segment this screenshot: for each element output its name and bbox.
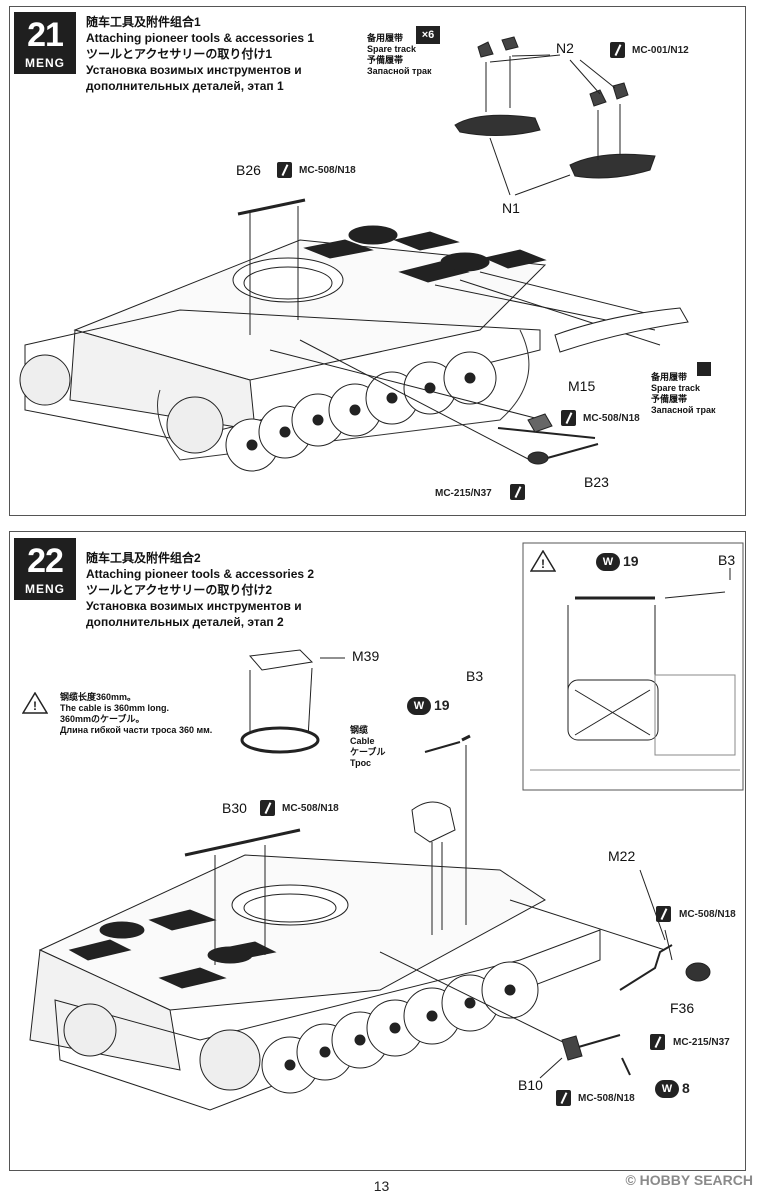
part-label-b3-inset: B3 (718, 552, 736, 568)
step-21-badge: 21 MENG (14, 12, 76, 74)
step-number: 22 (27, 542, 64, 580)
paint-code-2: MC-508/N18 (299, 165, 356, 176)
title-en: Attaching pioneer tools & accessories 1 (86, 31, 315, 45)
part-label-n1: N1 (502, 200, 520, 216)
svg-text:!: ! (541, 557, 545, 571)
cable-ru: Трос (350, 758, 372, 768)
paint-code-4: MC-508/N18 (578, 1093, 635, 1104)
title-jp: ツールとアクセサリーの取り付け1 (86, 47, 273, 61)
part-label-m22: M22 (608, 848, 636, 864)
cable-note-ru: Длина гибкой части троса 360 мм. (60, 725, 213, 735)
cable-note-en: The cable is 360mm long. (60, 703, 170, 713)
paint-code-4: MC-215/N37 (435, 488, 492, 499)
cable-cn: 钢缆 (350, 725, 369, 735)
cable-length-note: 钢缆长度360mm。 The cable is 360mm long. 360m… (60, 692, 212, 736)
paint-w-badge: W (596, 553, 620, 571)
part-label-b3: B3 (466, 668, 484, 684)
paint-code-2: MC-508/N18 (679, 909, 736, 920)
spare-cn: 备用履带 (367, 33, 404, 43)
watermark: © HOBBY SEARCH (625, 1172, 753, 1188)
spare-en: Spare track (367, 44, 417, 54)
paint-brush-icon (656, 906, 671, 922)
title-ru-1: Установка возимых инструментов и (86, 63, 302, 77)
paint-w-number: 19 (623, 553, 639, 569)
paint-code-1: MC-001/N12 (632, 45, 689, 56)
title-ru-2: дополнительных деталей, этап 2 (86, 615, 284, 629)
tank-drawing-step-21 (19, 36, 689, 472)
brand-logo: MENG (25, 56, 65, 70)
part-label-b10: B10 (518, 1077, 543, 1093)
cable-note-cn: 钢缆长度360mm。 (60, 692, 137, 702)
cable-jp: ケーブル (350, 747, 386, 757)
part-label-n2: N2 (556, 40, 574, 56)
part-label-b23: B23 (584, 474, 609, 490)
title-jp: ツールとアクセサリーの取り付け2 (86, 583, 273, 597)
spare-en: Spare track (651, 383, 701, 393)
title-cn: 随车工具及附件组合1 (86, 15, 201, 29)
spare-count-badge: ×6 (416, 26, 440, 44)
brand-logo: MENG (25, 582, 65, 596)
title-cn: 随车工具及附件组合2 (86, 551, 201, 565)
spare-ru: Запасной трак (651, 405, 716, 415)
cable-label: 钢缆 Cable ケーブル Трос (350, 725, 385, 769)
paint-w-badge: W (655, 1080, 679, 1098)
paint-brush-icon (277, 162, 292, 178)
spare-jp: 予備履帯 (651, 394, 688, 404)
spare-track-icon (697, 362, 711, 376)
part-label-f36: F36 (670, 1000, 695, 1016)
spare-track-note-2: 备用履带 Spare track 予備履帯 Запасной трак (651, 372, 715, 416)
paint-brush-icon (610, 42, 625, 58)
cable-note-jp: 360mmのケーブル。 (60, 714, 145, 724)
spare-track-note: 备用履带 Spare track 予備履帯 Запасной трак (367, 33, 431, 77)
paint-code-1: MC-508/N18 (282, 803, 339, 814)
warning-icon: ! (530, 550, 556, 572)
step-22-badge: 22 MENG (14, 538, 76, 600)
paint-code-3: MC-508/N18 (583, 413, 640, 424)
step-21-title: 随车工具及附件组合1 Attaching pioneer tools & acc… (86, 14, 314, 94)
cable-en: Cable (350, 736, 375, 746)
part-label-m15: M15 (568, 378, 596, 394)
step-number: 21 (27, 16, 64, 54)
paint-brush-icon (260, 800, 275, 816)
spare-cn: 备用履带 (651, 372, 688, 382)
paint-brush-icon (510, 484, 525, 500)
svg-text:!: ! (33, 699, 37, 713)
spare-jp: 予備履帯 (367, 55, 404, 65)
warning-icon: ! (22, 692, 48, 714)
title-ru-2: дополнительных деталей, этап 1 (86, 79, 284, 93)
paint-w-number: 8 (682, 1080, 690, 1096)
page-number: 13 (373, 1178, 390, 1194)
step-22-title: 随车工具及附件组合2 Attaching pioneer tools & acc… (86, 550, 314, 630)
paint-w-badge: W (407, 697, 431, 715)
part-label-m39: M39 (352, 648, 380, 664)
paint-brush-icon (561, 410, 576, 426)
paint-w-number: 19 (434, 697, 450, 713)
title-en: Attaching pioneer tools & accessories 2 (86, 567, 315, 581)
spare-ru: Запасной трак (367, 66, 432, 76)
part-label-b30: B30 (222, 800, 247, 816)
paint-code-3: MC-215/N37 (673, 1037, 730, 1048)
part-label-b26: B26 (236, 162, 261, 178)
paint-brush-icon (650, 1034, 665, 1050)
title-ru-1: Установка возимых инструментов и (86, 599, 302, 613)
step-22-panel (9, 531, 746, 1171)
paint-brush-icon (556, 1090, 571, 1106)
